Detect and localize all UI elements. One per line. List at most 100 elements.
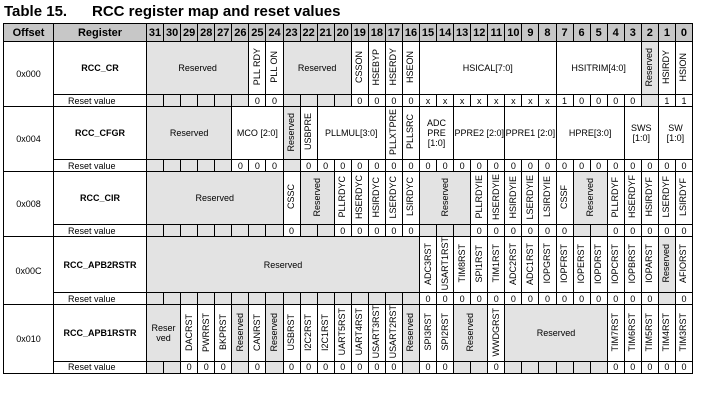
bit-field: USART3RST <box>367 304 386 362</box>
reset-bit: 0 <box>572 159 591 172</box>
bit-field: TIM6RST <box>623 304 642 362</box>
reset-bit <box>640 94 659 107</box>
bit-field: AFIORST <box>674 235 694 294</box>
register-name: RCC_APB1RSTR <box>53 304 147 362</box>
reset-bit: 0 <box>657 360 676 374</box>
reset-bit <box>316 224 335 237</box>
bit-number-header: 2 <box>640 23 659 42</box>
bit-field: BKPRST <box>214 304 233 362</box>
bit-field: ADC1RST <box>521 235 540 294</box>
field-label: USART3RST <box>371 305 382 359</box>
reset-bit <box>504 360 523 374</box>
bit-field: HSEBYP <box>367 41 386 95</box>
bit-field: LSERDYF <box>657 171 676 225</box>
bit-field: HSIRDYF <box>640 171 659 225</box>
reset-bit <box>145 159 165 172</box>
field-label: HSIRDY <box>661 49 672 84</box>
reset-bit: 0 <box>453 292 472 306</box>
reset-bit <box>538 360 557 374</box>
reset-bit <box>453 360 472 374</box>
field-label: HSERDYF <box>627 175 638 219</box>
field-label: UART5RST <box>337 308 348 356</box>
bit-field: IOPDRST <box>589 235 608 294</box>
bit-field: PPRE2 [2:0] <box>453 106 506 160</box>
reset-bit: x <box>487 94 506 107</box>
field-label: IOPFRST <box>559 244 570 284</box>
field-label: HSIRDYIE <box>507 175 518 219</box>
bit-field: WWDGRST <box>487 304 506 362</box>
field-label: USART1RST <box>439 237 450 291</box>
field-label: TIM1RST <box>490 244 501 283</box>
reserved-field: Reserved <box>453 304 489 362</box>
reset-bit: 0 <box>248 159 267 172</box>
reset-bit <box>197 292 216 306</box>
bit-number-header: 16 <box>401 23 421 42</box>
reserved-field: Reserved <box>145 106 233 160</box>
table-number: Table 15. <box>4 3 68 20</box>
field-label: ADC2RST <box>507 242 518 285</box>
field-label: DACRST <box>183 313 194 351</box>
bit-field: USBRST <box>282 304 301 362</box>
bit-number-header: 0 <box>674 23 694 42</box>
reset-bit: 0 <box>555 292 574 306</box>
register-name: RCC_CR <box>53 41 147 95</box>
field-label: USART2RST <box>388 305 399 359</box>
field-label: Reserved <box>311 177 322 217</box>
register-offset: 0x008 <box>3 171 54 237</box>
reset-bit <box>180 224 199 237</box>
bit-number-header: 1 <box>657 23 676 42</box>
bit-number-header: 31 <box>145 23 165 42</box>
field-label: PLLRDYIE <box>473 175 484 219</box>
reset-bit <box>299 94 318 107</box>
reset-bit <box>521 360 540 374</box>
reset-bit: 0 <box>316 360 335 374</box>
bit-number-header: 14 <box>436 23 455 42</box>
bit-field: CSSON <box>350 41 369 95</box>
reset-bit: 1 <box>657 94 676 107</box>
reserved-field: Reserved <box>657 235 676 294</box>
bit-field: IOPERST <box>572 235 591 294</box>
bit-field: HSITRIM[4:0] <box>555 41 642 95</box>
reset-bit: 1 <box>674 94 694 107</box>
bit-field: TIM3RST <box>674 304 694 362</box>
reset-bit: 0 <box>640 360 659 374</box>
reset-bit: 0 <box>640 292 659 306</box>
bit-field: PLL ON <box>265 41 284 95</box>
reset-bit: 0 <box>367 224 386 237</box>
field-label: HSEON <box>405 50 416 83</box>
bit-field: TIM5RST <box>640 304 659 362</box>
bit-field: IOPARST <box>640 235 659 294</box>
field-label: HSERDYIE <box>490 173 501 220</box>
field-label: HSIRDYC <box>371 176 382 218</box>
field-label: IOPDRST <box>593 243 604 284</box>
bit-field: CSSF <box>555 171 574 225</box>
bit-field: UART4RST <box>350 304 369 362</box>
field-label: Reserved <box>584 177 595 217</box>
register-offset: 0x00C <box>3 235 54 306</box>
reset-bit <box>333 292 352 306</box>
reset-bit: 0 <box>504 292 523 306</box>
reset-bit <box>265 292 284 306</box>
reset-bit: 0 <box>367 94 386 107</box>
reset-bit: 0 <box>640 159 659 172</box>
bit-number-header: 5 <box>589 23 608 42</box>
reset-bit: 0 <box>657 159 676 172</box>
field-label: LSIRDYF <box>678 177 689 216</box>
reset-bit: 0 <box>299 159 318 172</box>
bit-number-header: 15 <box>418 23 438 42</box>
reset-bit <box>589 360 608 374</box>
register-name: RCC_APB2RSTR <box>53 235 147 294</box>
bit-field: USBPRE <box>299 106 318 160</box>
offset-header: Offset <box>3 23 54 42</box>
field-label: ADC1RST <box>524 242 535 285</box>
bit-field: CSSC <box>282 171 301 225</box>
reset-bit <box>401 292 421 306</box>
field-label: UART4RST <box>354 308 365 356</box>
reset-bit <box>145 360 165 374</box>
